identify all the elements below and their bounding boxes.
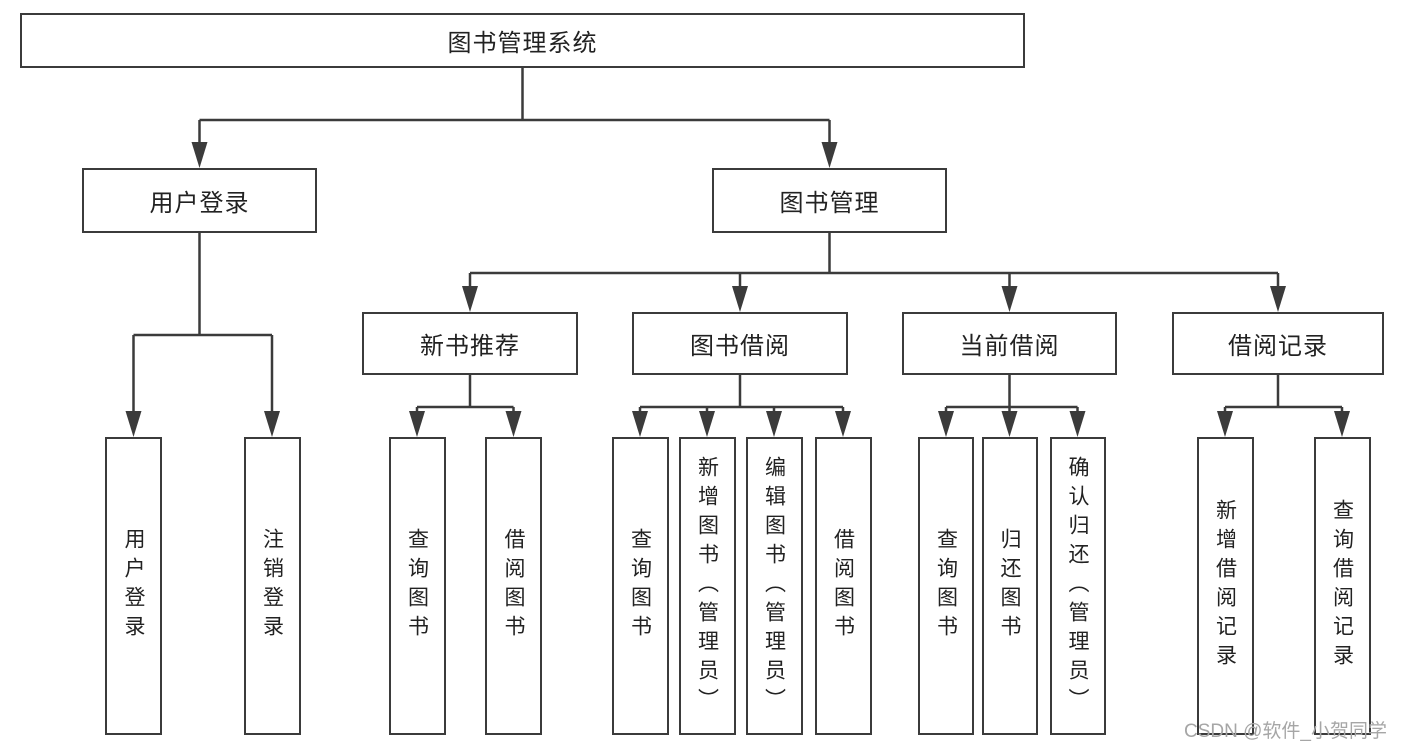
arrowhead [1069, 411, 1086, 437]
arrowhead [505, 411, 522, 437]
arrowhead [632, 411, 648, 437]
arrowhead [699, 411, 715, 437]
node-leaf-query-borrow-record: 查询借阅记录 [1313, 437, 1371, 735]
arrowhead [1270, 286, 1286, 312]
node-leaf-edit-books-admin: 编辑图书（管理员） [745, 437, 803, 735]
node-leaf-add-books-admin: 新增图书（管理员） [678, 437, 736, 735]
arrowhead [1334, 411, 1350, 437]
node-leaf-add-borrow-record: 新增借阅记录 [1196, 437, 1254, 735]
node-root-library-system: 图书管理系统 [20, 13, 1025, 68]
node-leaf-confirm-return-admin: 确认归还（管理员） [1049, 437, 1106, 735]
node-user-login: 用户登录 [82, 168, 317, 233]
watermark: CSDN @软件_小贺同学 [1184, 721, 1387, 742]
arrowhead [1217, 411, 1233, 437]
node-leaf-query-books-current: 查询图书 [918, 437, 974, 735]
arrowhead [191, 142, 208, 168]
arrowhead [766, 411, 782, 437]
connector-root-to-level2 [191, 68, 838, 168]
arrowhead [462, 286, 478, 312]
connector-book-borrowing-to-leaves [632, 375, 851, 437]
node-leaf-borrow-books: 借阅图书 [814, 437, 872, 735]
arrowhead [264, 411, 280, 437]
connector-borrowing-records-to-leaves [1217, 375, 1350, 437]
node-borrowing-records: 借阅记录 [1172, 312, 1384, 375]
node-book-borrowing: 图书借阅 [632, 312, 848, 375]
arrowhead [821, 142, 838, 168]
node-leaf-user-login: 用户登录 [105, 437, 162, 735]
arrowhead [125, 411, 142, 437]
node-leaf-borrow-books-recommend: 借阅图书 [485, 437, 542, 735]
arrowhead [1001, 286, 1018, 312]
node-current-borrowing: 当前借阅 [902, 312, 1117, 375]
arrowhead [409, 411, 425, 437]
node-book-management: 图书管理 [712, 168, 947, 233]
arrowhead [1001, 411, 1018, 437]
arrowhead [732, 286, 748, 312]
node-new-book-recommendation: 新书推荐 [362, 312, 578, 375]
arrowhead [938, 411, 954, 437]
node-leaf-query-books-borrow: 查询图书 [611, 437, 669, 735]
node-leaf-return-books: 归还图书 [981, 437, 1038, 735]
arrowhead [835, 411, 851, 437]
connector-book-management-to-level3 [462, 233, 1286, 312]
connector-current-borrowing-to-leaves [938, 375, 1086, 437]
connector-user-login-to-leaves [125, 233, 280, 437]
node-leaf-logout: 注销登录 [243, 437, 301, 735]
connector-new-books-to-leaves [409, 375, 522, 437]
node-leaf-query-books-recommend: 查询图书 [388, 437, 446, 735]
